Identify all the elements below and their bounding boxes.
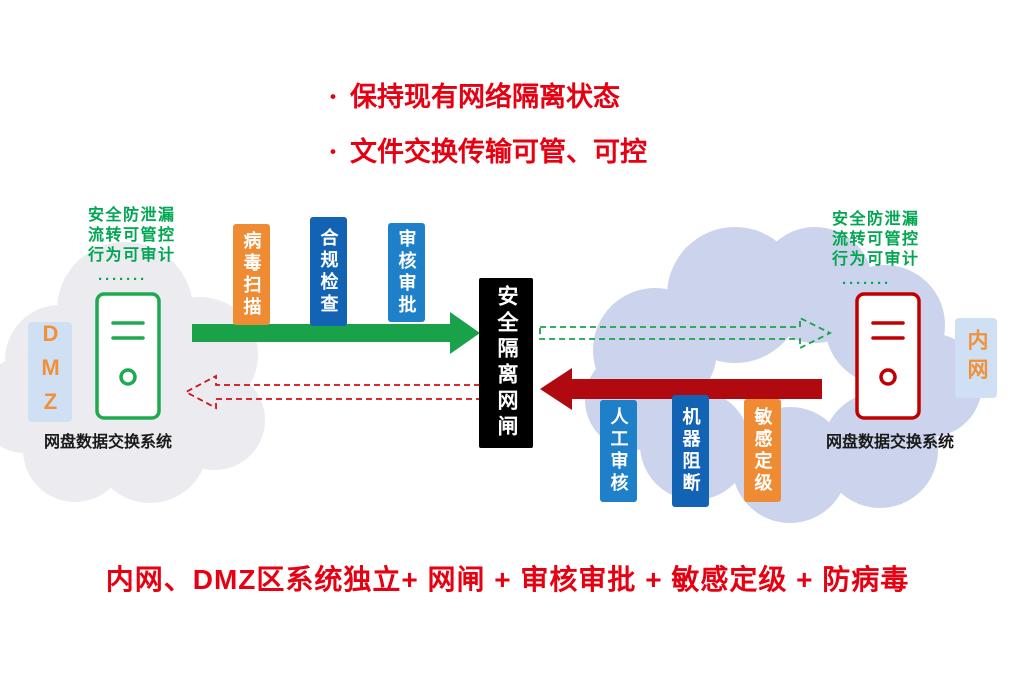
intranet-ellipsis-dots: ······· bbox=[842, 275, 891, 292]
badge-sensitivity-rating: 敏感定级 bbox=[744, 399, 781, 502]
headline-bullet-1: • 保持现有网络隔离状态 bbox=[330, 82, 647, 112]
intranet-zone-label: 内网 bbox=[955, 318, 997, 398]
badge-machine-block: 机器阻断 bbox=[672, 395, 709, 507]
bullet-marker-icon: • bbox=[330, 142, 336, 161]
dmz-feature-list: 安全防泄漏 流转可管控 行为可审计 ······· bbox=[88, 206, 176, 290]
headline-bullet-2: • 文件交换传输可管、可控 bbox=[330, 137, 647, 167]
badge-manual-review: 人工审核 bbox=[600, 400, 637, 502]
dmz-system-label: 网盘数据交换系统 bbox=[43, 434, 172, 451]
intranet-feature-line-3: 行为可审计 bbox=[832, 251, 920, 268]
intranet-server-icon bbox=[855, 292, 921, 420]
badge-review-approval-label: 审核审批 bbox=[396, 228, 417, 317]
dmz-feature-line-3: 行为可审计 bbox=[88, 247, 176, 264]
intranet-feature-line-1: 安全防泄漏 bbox=[832, 211, 920, 228]
badge-machine-block-label: 机器阻断 bbox=[680, 407, 701, 495]
badge-sensitivity-rating-label: 敏感定级 bbox=[752, 406, 773, 495]
intranet-system-label: 网盘数据交换系统 bbox=[825, 434, 954, 451]
inbound-dashed-arrow bbox=[184, 374, 481, 410]
bullet-marker-icon: • bbox=[330, 87, 336, 106]
badge-compliance-check-label: 合规检查 bbox=[318, 227, 339, 316]
headline-bullet-1-text: 保持现有网络隔离状态 bbox=[349, 82, 620, 112]
dmz-ellipsis-dots: ······· bbox=[98, 271, 147, 288]
security-gateway-box: 安全隔离网闸 bbox=[479, 278, 533, 448]
badge-compliance-check: 合规检查 bbox=[310, 217, 347, 326]
badge-virus-scan: 病毒扫描 bbox=[233, 224, 270, 325]
inbound-solid-arrow bbox=[540, 368, 822, 410]
outbound-solid-arrow bbox=[192, 312, 480, 354]
headline-bullet-2-text: 文件交换传输可管、可控 bbox=[349, 137, 647, 167]
headline-bullets: • 保持现有网络隔离状态 • 文件交换传输可管、可控 bbox=[330, 82, 647, 192]
dmz-feature-line-1: 安全防泄漏 bbox=[88, 207, 176, 224]
badge-review-approval: 审核审批 bbox=[388, 223, 425, 322]
badge-virus-scan-label: 病毒扫描 bbox=[241, 230, 262, 319]
intranet-feature-list: 安全防泄漏 流转可管控 行为可审计 ······· bbox=[832, 210, 920, 294]
dmz-feature-line-2: 流转可管控 bbox=[88, 227, 176, 244]
outbound-dashed-arrow bbox=[539, 316, 833, 350]
intranet-feature-line-2: 流转可管控 bbox=[832, 231, 920, 248]
intranet-zone-label-text: 内网 bbox=[965, 329, 988, 387]
badge-manual-review-label: 人工审核 bbox=[608, 407, 629, 495]
dmz-zone-label: DMZ bbox=[28, 321, 72, 423]
dmz-zone-label-text: DMZ bbox=[38, 321, 63, 423]
bottom-summary-text: 内网、DMZ区系统独立+ 网闸 + 审核审批 + 敏感定级 + 防病毒 bbox=[105, 564, 910, 595]
intranet-cloud-shape bbox=[585, 227, 982, 523]
dmz-server-icon bbox=[95, 292, 161, 420]
security-gateway-label: 安全隔离网闸 bbox=[495, 285, 518, 441]
